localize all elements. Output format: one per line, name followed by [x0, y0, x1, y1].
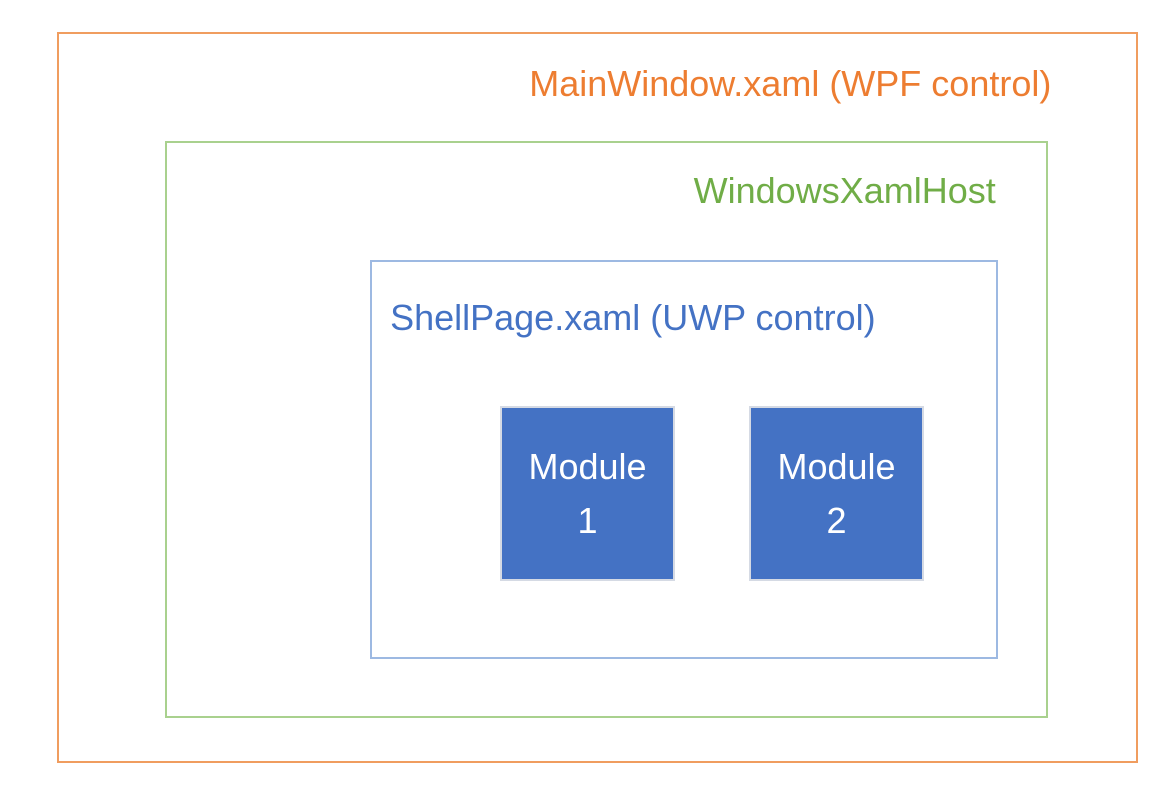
- shellpage-uwp-box: ShellPage.xaml (UWP control) Module 1 Mo…: [370, 260, 998, 659]
- mainwindow-wpf-label: MainWindow.xaml (WPF control): [529, 63, 1052, 104]
- windows-xaml-host-label: WindowsXamlHost: [693, 170, 996, 211]
- shellpage-uwp-label: ShellPage.xaml (UWP control): [390, 297, 876, 338]
- module-2-label: Module 2: [777, 445, 896, 541]
- module-2-box: Module 2: [749, 406, 924, 581]
- windows-xaml-host-box: WindowsXamlHost ShellPage.xaml (UWP cont…: [165, 141, 1048, 718]
- module-1-box: Module 1: [500, 406, 675, 581]
- module-1-label: Module 1: [528, 445, 647, 541]
- mainwindow-wpf-box: MainWindow.xaml (WPF control) WindowsXam…: [57, 32, 1138, 763]
